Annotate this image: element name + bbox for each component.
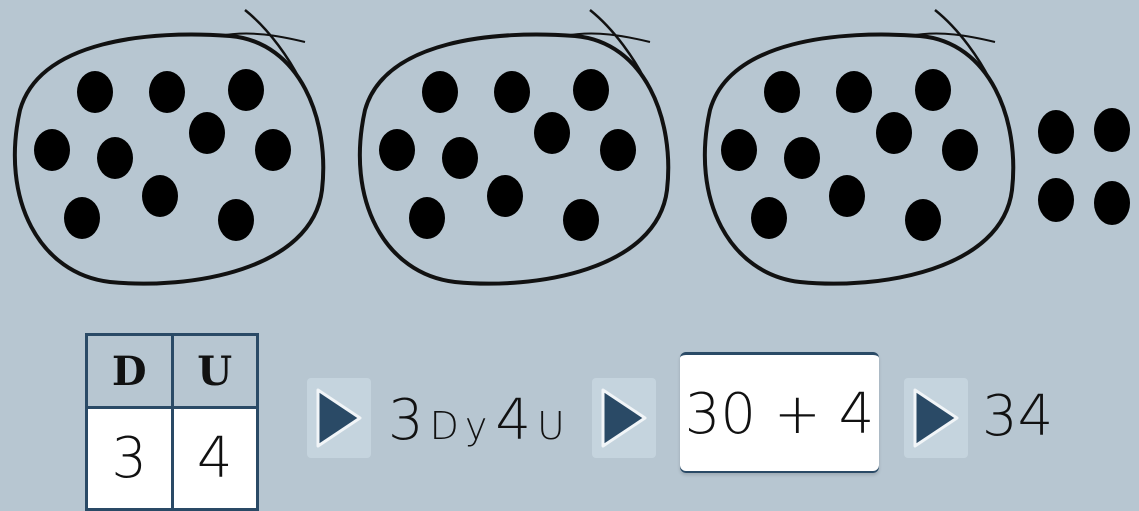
- ten-dot: [764, 71, 800, 113]
- ten-dot: [218, 199, 254, 241]
- ten-dot: [905, 199, 941, 241]
- tens-header: D: [87, 335, 173, 408]
- ten-dot: [836, 71, 872, 113]
- play-step-3-button[interactable]: [904, 378, 968, 458]
- play-step-2-button[interactable]: [592, 378, 656, 458]
- ten-dot: [494, 71, 530, 113]
- ten-dot: [379, 129, 415, 171]
- ten-dot: [487, 175, 523, 217]
- ten-dot: [600, 129, 636, 171]
- expression-box: 30 + 4: [680, 352, 879, 473]
- ten-dot: [751, 197, 787, 239]
- ten-dot: [189, 112, 225, 154]
- ten-dot: [422, 71, 458, 113]
- tens-value: 3: [87, 408, 173, 510]
- ten-dot: [149, 71, 185, 113]
- ten-dot: [34, 129, 70, 171]
- ten-dot: [721, 129, 757, 171]
- units-digit: 4: [495, 388, 531, 453]
- play-step-1-button[interactable]: [307, 378, 371, 458]
- units-label: U: [537, 404, 565, 448]
- ten-dot: [64, 197, 100, 239]
- ten-dot: [142, 175, 178, 217]
- ten-dot: [915, 69, 951, 111]
- dot-groups: [0, 0, 1139, 300]
- ten-dot: [563, 199, 599, 241]
- tens-label: D: [430, 404, 459, 448]
- ten-dot: [442, 137, 478, 179]
- ten-dot: [573, 69, 609, 111]
- ten-dot: [942, 129, 978, 171]
- ten-dot: [97, 137, 133, 179]
- unit-dot: [1038, 110, 1074, 154]
- place-value-table: D U 3 4: [85, 333, 259, 511]
- play-icon: [314, 387, 364, 449]
- ten-dot: [255, 129, 291, 171]
- units-header: U: [172, 335, 258, 408]
- ten-dot: [534, 112, 570, 154]
- play-icon: [911, 387, 961, 449]
- expression-text: 30 + 4: [685, 382, 874, 447]
- unit-dot: [1094, 108, 1130, 152]
- tens-digit: 3: [388, 388, 424, 453]
- ten-dot: [784, 137, 820, 179]
- ten-dot: [77, 71, 113, 113]
- ten-dot: [409, 197, 445, 239]
- play-icon: [599, 387, 649, 449]
- units-value: 4: [172, 408, 258, 510]
- ten-dot: [829, 175, 865, 217]
- unit-dot: [1038, 178, 1074, 222]
- ten-dot: [876, 112, 912, 154]
- dots-layer: [34, 69, 1130, 241]
- unit-dot: [1094, 181, 1130, 225]
- ten-dot: [228, 69, 264, 111]
- result-text: 34: [982, 384, 1053, 449]
- conjunction: y: [465, 404, 488, 448]
